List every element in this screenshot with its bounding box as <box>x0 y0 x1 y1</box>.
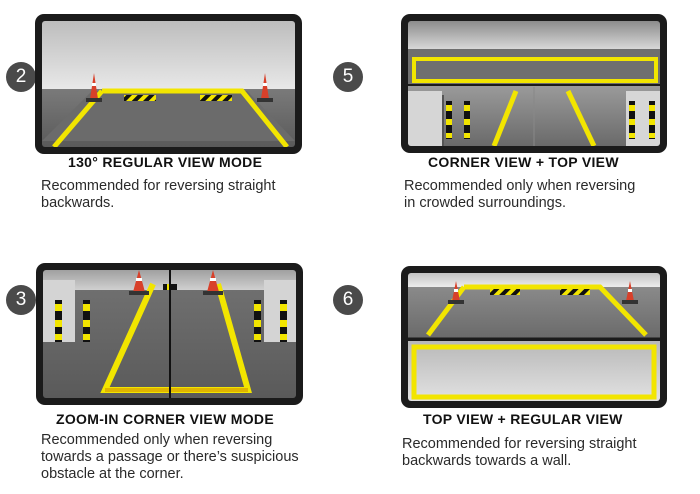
description-line: in crowded surroundings. <box>404 195 567 211</box>
description-line: backwards. <box>41 195 115 211</box>
camera-view-top-regular <box>401 266 667 408</box>
panel-title: ZOOM-IN CORNER VIEW MODE <box>56 411 274 427</box>
description-line: backwards towards a wall. <box>402 453 572 469</box>
camera-view-regular <box>35 14 302 154</box>
description-line: Recommended only when reversing <box>41 432 273 448</box>
description-line: Recommended for reversing straight <box>402 436 637 452</box>
top-regular-view-scene <box>408 273 660 401</box>
description-line: Recommended for reversing straight <box>41 178 276 194</box>
camera-view-zoom-corner <box>36 263 303 405</box>
regular-view-scene <box>42 21 295 147</box>
description-line: Recommended only when reversing <box>404 178 636 194</box>
step-number-badge: 6 <box>333 285 363 315</box>
zoom-corner-view-scene <box>43 270 296 398</box>
panel-title: 130° REGULAR VIEW MODE <box>68 154 263 170</box>
panel-title: TOP VIEW + REGULAR VIEW <box>423 411 623 427</box>
panel-description: Recommended for reversing straight backw… <box>402 436 637 470</box>
description-line: obstacle at the corner. <box>41 466 184 482</box>
panel-description: Recommended only when reversing in crowd… <box>404 178 635 212</box>
corner-top-view-scene <box>408 21 660 146</box>
panel-title: CORNER VIEW + TOP VIEW <box>428 154 619 170</box>
camera-view-corner-top <box>401 14 667 153</box>
step-number-badge: 5 <box>333 62 363 92</box>
panel-description: Recommended for reversing straight backw… <box>41 178 276 212</box>
step-number-badge: 2 <box>6 62 36 92</box>
step-number-badge: 3 <box>6 285 36 315</box>
description-line: towards a passage or there’s suspicious <box>41 449 299 465</box>
panel-description: Recommended only when reversing towards … <box>41 432 299 483</box>
